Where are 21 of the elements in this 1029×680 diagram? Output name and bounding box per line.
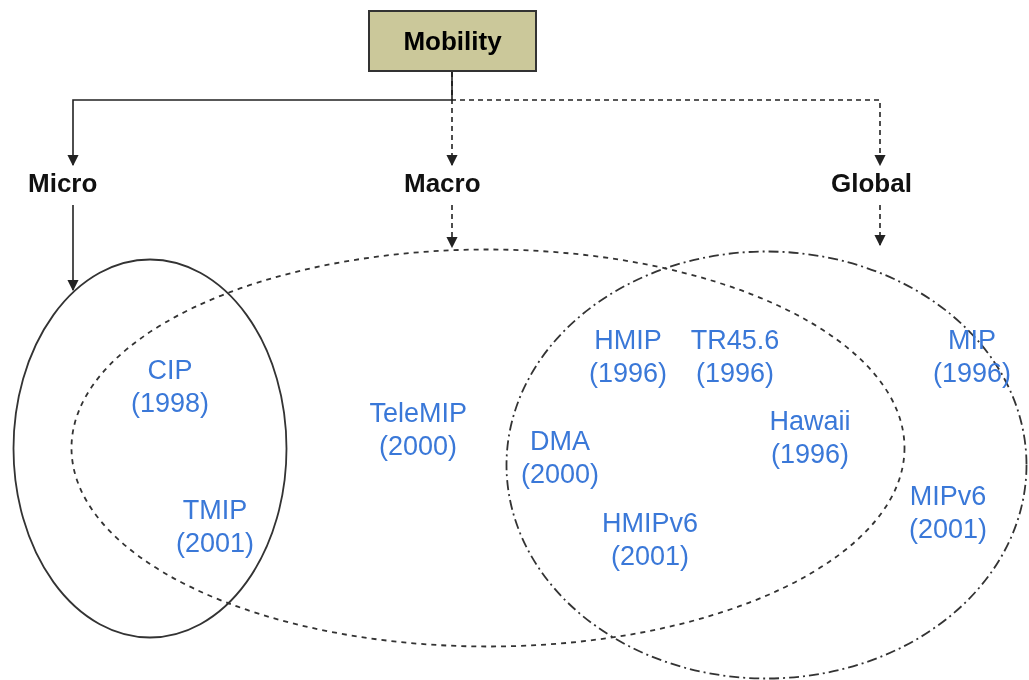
arrow (67, 204, 79, 292)
protocol-label: TeleMIP (2000) (369, 397, 467, 463)
category-label: Global (831, 168, 912, 199)
protocol-label: HMIPv6 (2001) (602, 507, 698, 573)
category-label: Micro (28, 168, 98, 199)
set-ellipse (505, 250, 1028, 680)
protocol-label: CIP (1998) (131, 354, 209, 420)
arrow (446, 204, 458, 249)
set-ellipse (70, 248, 906, 648)
protocol-label: HMIP (1996) (589, 324, 667, 390)
protocol-label: TR45.6 (1996) (690, 324, 780, 390)
arrow (874, 204, 886, 247)
heading-box: Mobility (368, 10, 537, 72)
protocol-label: Hawaii (1996) (769, 405, 851, 471)
protocol-label: MIP (1996) (933, 324, 1011, 390)
protocol-label: TMIP (2001) (176, 494, 254, 560)
protocol-label: MIPv6 (2001) (909, 480, 987, 546)
category-label: Macro (404, 168, 481, 199)
set-ellipse (12, 258, 288, 639)
protocol-label: DMA (2000) (521, 425, 599, 491)
arrow (451, 71, 886, 167)
